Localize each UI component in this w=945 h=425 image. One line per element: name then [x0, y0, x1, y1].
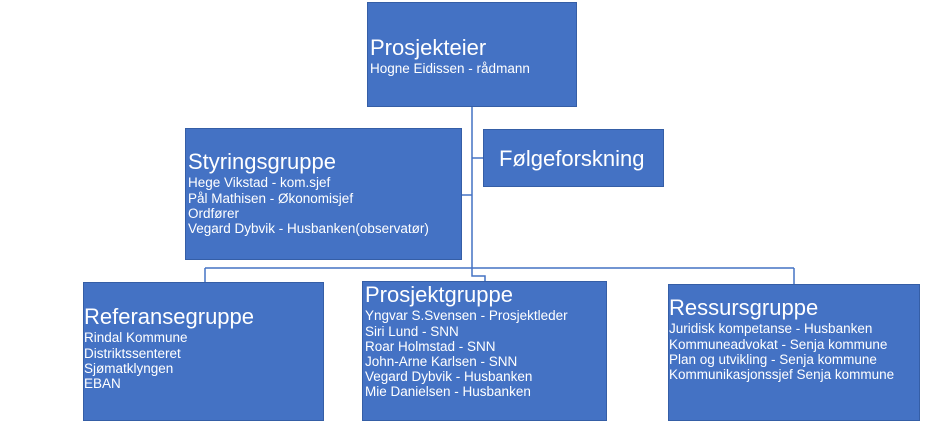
resource-member: Kommuneadvokat - Senja kommune [669, 336, 888, 352]
resource-group-box: Ressursgruppe Juridisk kompetanse - Husb… [668, 284, 920, 421]
project-member: Roar Holmstad - SNN [365, 338, 496, 354]
project-member: Siri Lund - SNN [365, 323, 459, 339]
reference-group-title: Referansegruppe [84, 304, 255, 329]
steering-member: Hege Vikstad - kom.sjef [188, 175, 331, 191]
owner-line: Hogne Eidissen - rådmann [370, 61, 530, 77]
steering-member: Ordfører [188, 205, 240, 221]
research-title: Følgeforskning [499, 146, 645, 171]
project-member: Vegard Dybvik - Husbanken [365, 368, 533, 384]
reference-group-box: Referansegruppe Rindal Kommune Distrikts… [83, 282, 324, 421]
owner-box: Prosjekteier Hogne Eidissen - rådmann [367, 2, 577, 107]
project-group-box: Prosjektgruppe Yngvar S.Svensen - Prosje… [362, 281, 607, 421]
resource-member: Kommunikasjonssjef Senja kommune [669, 366, 895, 382]
resource-member: Plan og utvikling - Senja kommune [669, 351, 877, 367]
resource-member: Juridisk kompetanse - Husbanken [669, 321, 873, 337]
reference-member: Rindal Kommune [84, 330, 188, 346]
research-box: Følgeforskning [483, 129, 664, 187]
steering-member: Vegard Dybvik - Husbanken(observatør) [188, 220, 429, 236]
steering-group-box: Styringsgruppe Hege Vikstad - kom.sjef P… [185, 128, 462, 260]
connector-project [471, 268, 486, 281]
project-member: Yngvar S.Svensen - Prosjektleder [365, 308, 568, 324]
steering-group-title: Styringsgruppe [188, 149, 336, 174]
reference-member: Sjømatklyngen [84, 360, 174, 376]
owner-title: Prosjekteier [370, 35, 487, 60]
project-group-title: Prosjektgruppe [365, 282, 513, 307]
project-member: John-Arne Karlsen - SNN [365, 353, 518, 369]
reference-member: EBAN [84, 375, 121, 391]
steering-member: Pål Mathisen - Økonomisjef [188, 190, 354, 206]
project-member: Mie Danielsen - Husbanken [365, 383, 531, 399]
resource-group-title: Ressursgruppe [669, 295, 819, 320]
reference-member: Distriktssenteret [84, 345, 181, 361]
